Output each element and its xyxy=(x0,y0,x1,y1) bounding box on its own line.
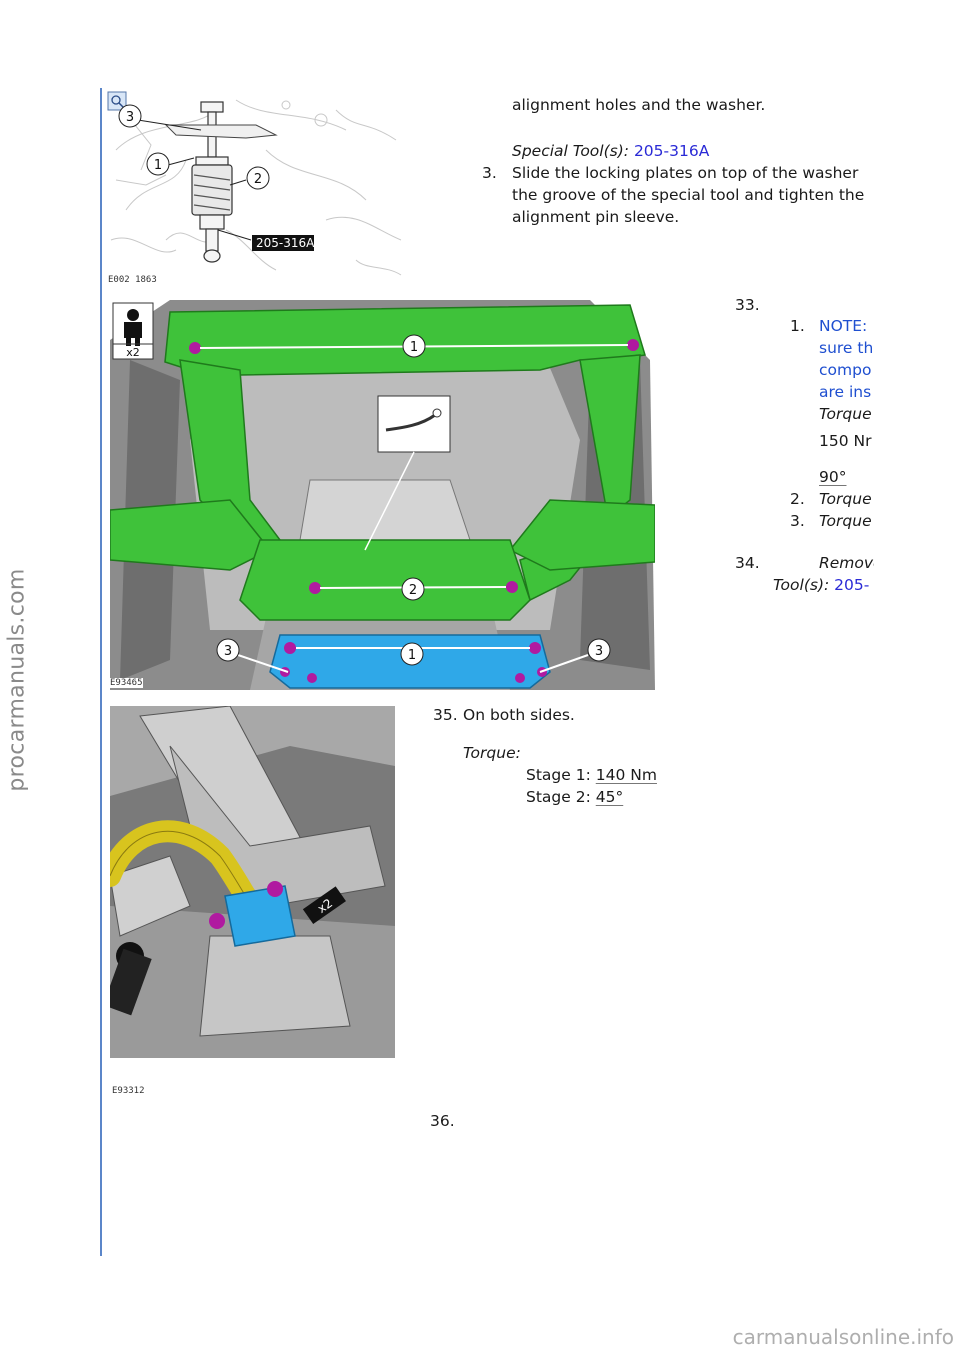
figure-2-code: E93465 xyxy=(110,678,143,688)
step33-sub3-number: 3. xyxy=(790,512,805,530)
step34-tool-link[interactable]: 205- xyxy=(834,576,870,594)
torque-label: Torque xyxy=(819,405,872,423)
stage1-value: 140 Nm xyxy=(595,766,657,784)
stage2-value: 45° xyxy=(595,788,624,806)
fig2-callout-1: 1 xyxy=(410,340,418,355)
step32-line: the groove of the special tool and tight… xyxy=(512,186,864,204)
note-line: are ins xyxy=(819,383,872,401)
side-watermark: procarmanuals.com xyxy=(4,568,30,792)
fig3-count-label: x2 xyxy=(315,896,335,916)
fig1-callout-1: 1 xyxy=(154,158,162,173)
step34-number: 34. xyxy=(735,554,760,572)
step33-sub2-number: 2. xyxy=(790,490,805,508)
step35-text: On both sides. xyxy=(463,706,575,724)
step32-line: Slide the locking plates on top of the w… xyxy=(512,164,864,182)
step35-number: 35. xyxy=(433,706,458,724)
step34-tool-label: Tool(s): xyxy=(773,576,830,594)
fig2-callout-1b: 1 xyxy=(408,648,416,663)
step36-number: 36. xyxy=(430,1112,455,1130)
figure-3[interactable]: x2 E93312 xyxy=(99,705,395,1101)
step32-substep-number: 3. xyxy=(482,164,497,182)
figure-2[interactable]: x2 1 2 1 3 3 E93465 xyxy=(109,300,656,690)
margin-rule xyxy=(100,88,102,1256)
fig1-tool-label: 205-316A xyxy=(256,236,315,250)
figure-1-illustration: 3 1 2 205-316A xyxy=(106,90,406,290)
figure-3-code: E93312 xyxy=(112,1086,145,1096)
step32-line: alignment pin sleeve. xyxy=(512,208,680,226)
step35-torque-label: Torque: xyxy=(463,744,521,762)
fig2-callout-2: 2 xyxy=(409,583,417,598)
stage2-label: Stage 2: xyxy=(526,788,591,806)
torque-value-2: 90° xyxy=(819,468,847,486)
step35-stage2: Stage 2: 45° xyxy=(526,786,623,808)
torque-value-1: 150 Nr xyxy=(819,432,872,450)
step33-sub3-text: Torque xyxy=(819,512,872,530)
special-tool-link[interactable]: 205-316A xyxy=(633,142,710,160)
person-icon: x2 xyxy=(112,302,154,360)
fig1-callout-3: 3 xyxy=(126,110,134,125)
step34-column: Remove the S Tool(s): 205- xyxy=(765,552,874,600)
figure-1-code: E002 1863 xyxy=(108,275,157,285)
fig2-callout-3: 3 xyxy=(224,644,232,659)
fig1-callout-2: 2 xyxy=(254,172,262,187)
step32-special-tool: Special Tool(s): 205-316A xyxy=(512,140,709,162)
step34-line: Remove the S xyxy=(819,554,874,572)
note-line: NOTE: xyxy=(819,317,868,335)
note-line: sure th xyxy=(819,339,874,357)
note-line: compo xyxy=(819,361,872,379)
step33-number: 33. xyxy=(735,296,760,314)
step32-continuation: alignment holes and the washer. xyxy=(512,96,766,114)
special-tool-label: Special Tool(s): xyxy=(512,142,629,160)
bottom-watermark: carmanualsonline.info xyxy=(732,1325,954,1349)
step34-tool: Tool(s): 205- xyxy=(773,574,869,596)
figure-2-illustration: x2 1 2 1 3 3 xyxy=(109,300,656,690)
figure-1[interactable]: 3 1 2 205-316A E002 1863 xyxy=(106,90,406,290)
step33-column: NOTE: sure th compo are ins Torque 150 N… xyxy=(819,315,874,545)
zoom-icon xyxy=(107,91,127,111)
persons-label: x2 xyxy=(126,346,140,359)
figure-3-illustration: x2 xyxy=(99,705,395,1058)
step33-sub2-text: Torque xyxy=(819,490,872,508)
step32-substep-text: Slide the locking plates on top of the w… xyxy=(512,162,864,228)
step35-stage1: Stage 1: 140 Nm xyxy=(526,764,657,786)
step33-sub1-number: 1. xyxy=(790,317,805,335)
fig2-callout-3b: 3 xyxy=(595,644,603,659)
stage1-label: Stage 1: xyxy=(526,766,591,784)
